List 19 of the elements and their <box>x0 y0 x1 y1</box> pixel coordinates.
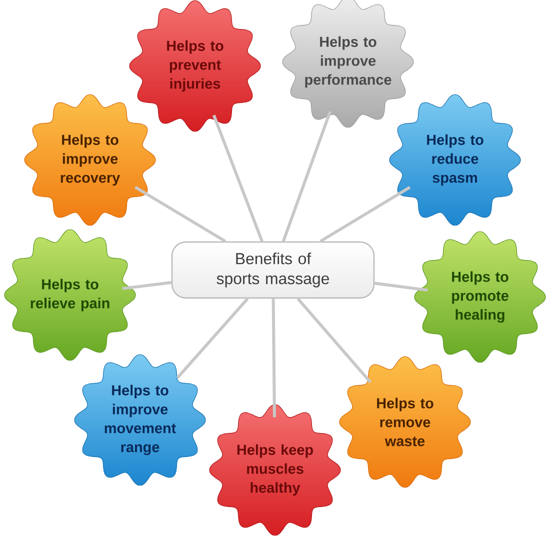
badge: Helps to prevent injuries <box>129 0 261 132</box>
connector-line <box>122 281 172 290</box>
connector-line <box>272 298 276 418</box>
connector-line <box>134 186 226 243</box>
connector-line <box>296 298 372 384</box>
badge: Helps to promote healing <box>414 231 546 363</box>
connector-line <box>374 282 428 292</box>
badge: Helps to improve recovery <box>24 94 156 226</box>
badge: Helps to improve performance <box>282 0 414 128</box>
connector-line <box>320 186 411 243</box>
connector-line <box>212 114 264 242</box>
badge: Helps to remove waste <box>339 356 471 488</box>
badge: Helps to reduce spasm <box>389 94 521 226</box>
connector-line <box>282 111 332 242</box>
badge: Helps to relieve pain <box>4 229 136 361</box>
title-box: Benefits of sports massage <box>171 241 375 299</box>
connector-line <box>176 298 249 379</box>
badge: Helps to improve movement range <box>74 354 206 486</box>
badge: Helps keep muscles healthy <box>209 404 341 536</box>
